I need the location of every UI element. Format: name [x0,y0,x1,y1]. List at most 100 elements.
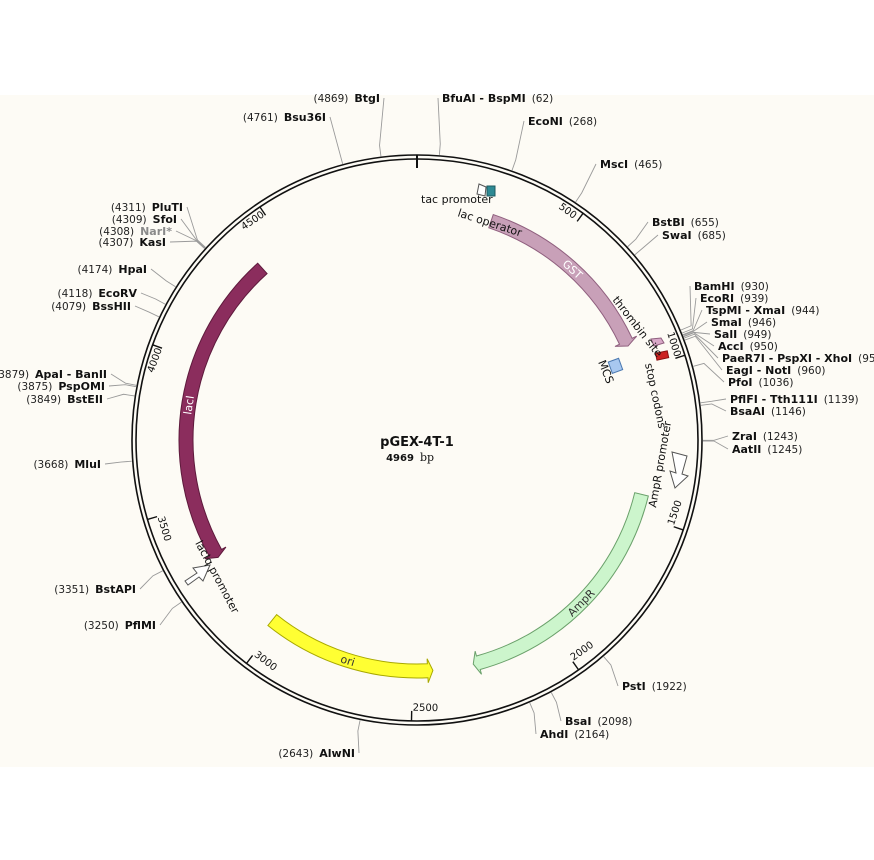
site-leader [106,393,135,400]
site-position: (946) [748,317,776,329]
site-label: BstAPI(3351) [54,583,136,596]
site-leader-lines [104,97,729,754]
site-name: PstI [622,680,646,693]
site-label: BsaI (2098) [565,715,632,728]
site-name: TspMI - XmaI [706,304,785,317]
site-name: AatII [732,443,761,456]
site-label: KasI (4307) [98,236,166,249]
ampr-promoter-label: AmpR promoter [646,420,674,509]
ori-feature [267,613,434,683]
site-label: BssHII(4079) [51,300,131,313]
site-leader [682,309,703,336]
site-leader [693,362,725,383]
site-name: PspOMI [58,380,105,393]
site-position: (954) [858,353,874,365]
scale-tick [147,515,158,521]
site-leader [186,206,206,248]
scale-tick [675,354,686,359]
ampr-feature [472,492,649,675]
gst-feature [488,213,638,347]
site-name: BssHII [92,300,131,313]
site-name: BstAPI [95,583,136,596]
site-position: (4307) [98,237,133,249]
laci-label: lacI [181,395,197,416]
site-name: AlwNI [319,747,355,760]
site-label: EagI - NotI(960) [726,364,825,377]
site-name: PfoI [728,376,753,389]
ampr-promoter-feature [669,451,689,489]
restriction-sites: BtgI(4869)Bsu36I(4761)BfuAI - BspMI(62)E… [0,92,874,760]
site-leader [329,116,344,164]
site-leader [379,97,385,157]
lac-operator-feature [486,185,496,197]
tac-promoter-label: tac promoter [421,193,493,206]
site-position: (3879) [0,369,29,381]
scale-tick-label: 1500 [666,499,685,527]
site-position: (4309) [112,214,147,226]
site-name: MscI [600,158,628,171]
site-label: MscI(465) [600,158,662,171]
site-leader [627,221,649,247]
map-background-panel [0,95,874,767]
site-label: MluI(3668) [33,458,101,471]
site-label: BamHI (930) [694,280,769,293]
ori-label: ori [339,653,357,670]
site-label: BstBI(655) [652,216,719,229]
stop-codons-label: stop codons [642,362,669,430]
site-leader [684,335,723,371]
plasmid-length-unit: bp [420,451,434,464]
scale-tick-label: 500 [556,201,578,221]
site-label: AhdI(2164) [540,728,609,741]
site-label: ZraI(1243) [732,430,798,443]
site-label: NarI* (4308) [99,225,172,238]
site-label: SmaI(946) [711,316,776,329]
site-position: (930) [741,281,769,293]
site-position: (2098) [597,716,632,728]
site-name: EcoRI [700,292,734,305]
site-position: (4308) [99,226,134,238]
site-leader [357,720,361,754]
scale-tick [245,655,254,664]
site-leader [159,601,182,626]
site-name: EcoRV [98,287,137,300]
site-label: SfoI(4309) [112,213,177,226]
scale-tick-label: 4000 [146,347,165,375]
site-leader [550,692,562,722]
site-label: TspMI - XmaI(944) [706,304,819,317]
thrombin-site-feature [650,337,665,347]
site-leader [104,460,132,465]
site-leader [634,234,659,256]
scale-tick [259,206,267,216]
site-label: PaeR7I - PspXI - XhoI(954) [722,352,874,365]
site-label: AlwNI(2643) [278,747,355,760]
scale-tick [152,344,163,349]
scale-tick [572,661,580,671]
site-name: BstEII [67,393,103,406]
site-name: BamHI [694,280,735,293]
laci-feature [178,262,268,560]
site-name: NarI* [140,225,172,238]
plasmid-name: pGEX-4T-1 [380,435,454,450]
site-label: BtgI(4869) [313,92,380,105]
site-name: KasI [139,236,166,249]
site-name: SwaI [662,229,692,242]
site-name: BsaI [565,715,591,728]
site-label: PluTI(4311) [111,201,183,214]
site-position: (685) [698,230,726,242]
site-name: ZraI [732,430,757,443]
site-position: (2164) [574,729,609,741]
site-position: (3668) [33,459,68,471]
site-leader [110,373,137,386]
site-position: (1036) [759,377,794,389]
site-leader [683,332,715,347]
site-leader [529,702,537,735]
site-label: Bsu36I(4761) [243,111,326,124]
site-leader [108,384,137,388]
site-position: (1146) [771,406,806,418]
site-leader [684,333,719,359]
site-leader [702,440,729,450]
site-position: (4118) [58,288,93,300]
site-position: (1139) [824,394,859,406]
